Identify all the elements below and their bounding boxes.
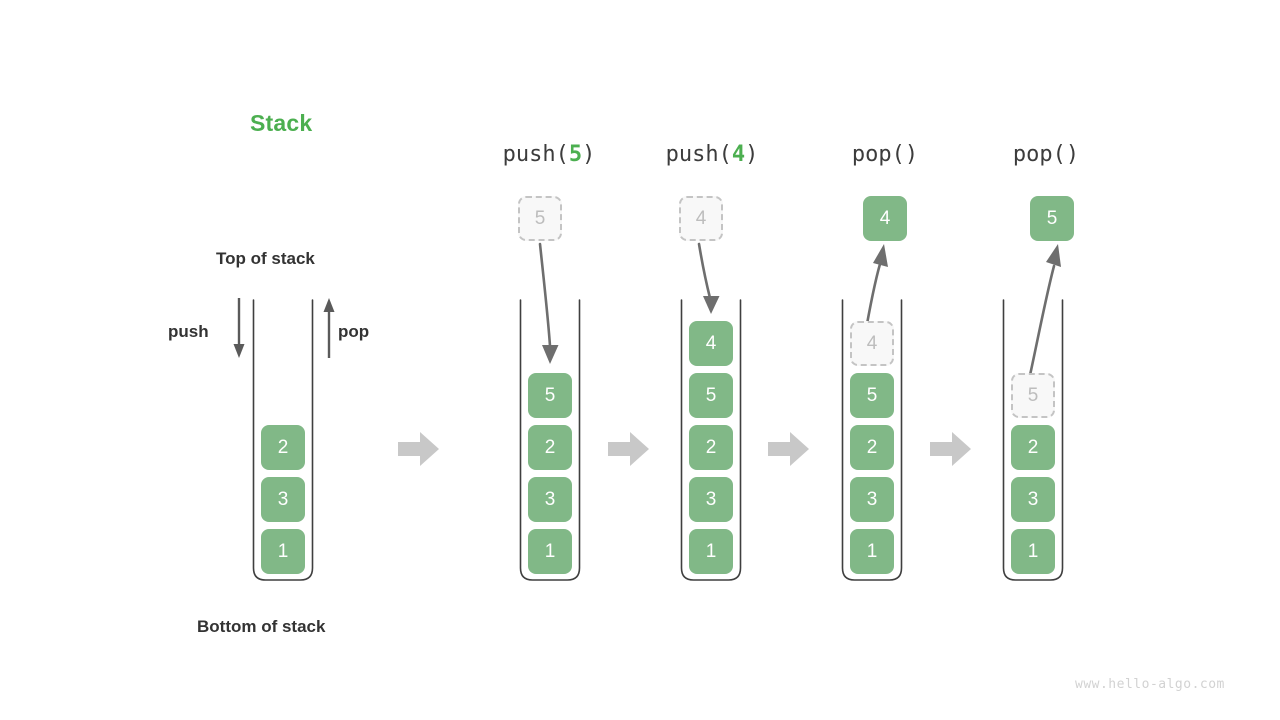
top-of-stack-label: Top of stack [216, 249, 315, 268]
pop-label: pop [338, 322, 370, 341]
step-header: pop() [966, 142, 1126, 167]
stack-element: 2 [1011, 425, 1055, 470]
step-header-arg: 4 [731, 142, 746, 167]
step-header: pop() [805, 142, 965, 167]
transition-arrow-icon [930, 432, 971, 466]
stack-container-outline [1002, 299, 1064, 581]
stack-element: 1 [528, 529, 572, 574]
push-flow-arrow [538, 242, 559, 364]
stack-element: 1 [850, 529, 894, 574]
stack-element-ghost: 4 [850, 321, 894, 366]
stack-element: 5 [850, 373, 894, 418]
step-header: push(5) [469, 142, 629, 167]
floating-element-ghost: 5 [518, 196, 562, 241]
step-header-prefix: push( [665, 142, 732, 167]
floating-element-ghost: 4 [679, 196, 723, 241]
step-header-suffix: ) [1065, 142, 1080, 167]
stack-container-outline [680, 299, 742, 581]
step-header-suffix: ) [904, 142, 919, 167]
step-header-prefix: push( [502, 142, 569, 167]
stack-element: 3 [850, 477, 894, 522]
step-header-arg: 5 [568, 142, 583, 167]
pop-direction-arrow [323, 298, 335, 358]
stack-element: 3 [689, 477, 733, 522]
push-label: push [168, 322, 209, 341]
stack-element: 1 [261, 529, 305, 574]
stack-element: 4 [689, 321, 733, 366]
bottom-of-stack-label: Bottom of stack [197, 617, 326, 636]
stack-element: 2 [528, 425, 572, 470]
site-watermark: www.hello-algo.com [1075, 677, 1225, 692]
step-header-suffix: ) [582, 142, 596, 167]
transition-arrow-icon [398, 432, 439, 466]
stack-container-outline-initial [252, 299, 314, 581]
stack-element: 2 [850, 425, 894, 470]
stack-element: 3 [528, 477, 572, 522]
diagram-title: Stack [250, 110, 313, 136]
stack-element: 1 [689, 529, 733, 574]
stack-element-ghost: 5 [1011, 373, 1055, 418]
stack-container-outline [841, 299, 903, 581]
stack-element: 3 [261, 477, 305, 522]
stack-element: 1 [1011, 529, 1055, 574]
step-header-prefix: pop( [851, 142, 905, 167]
floating-element-popped: 4 [863, 196, 907, 241]
stack-element: 5 [528, 373, 572, 418]
step-header-prefix: pop( [1012, 142, 1066, 167]
stack-element: 2 [261, 425, 305, 470]
floating-element-popped: 5 [1030, 196, 1074, 241]
stack-element: 5 [689, 373, 733, 418]
step-header-suffix: ) [745, 142, 759, 167]
step-header: push(4) [632, 142, 792, 167]
stack-container-outline [519, 299, 581, 581]
transition-arrow-icon [768, 432, 809, 466]
stack-element: 3 [1011, 477, 1055, 522]
stack-element: 2 [689, 425, 733, 470]
push-direction-arrow [233, 298, 245, 358]
transition-arrow-icon [608, 432, 649, 466]
push-flow-arrow [697, 242, 720, 314]
